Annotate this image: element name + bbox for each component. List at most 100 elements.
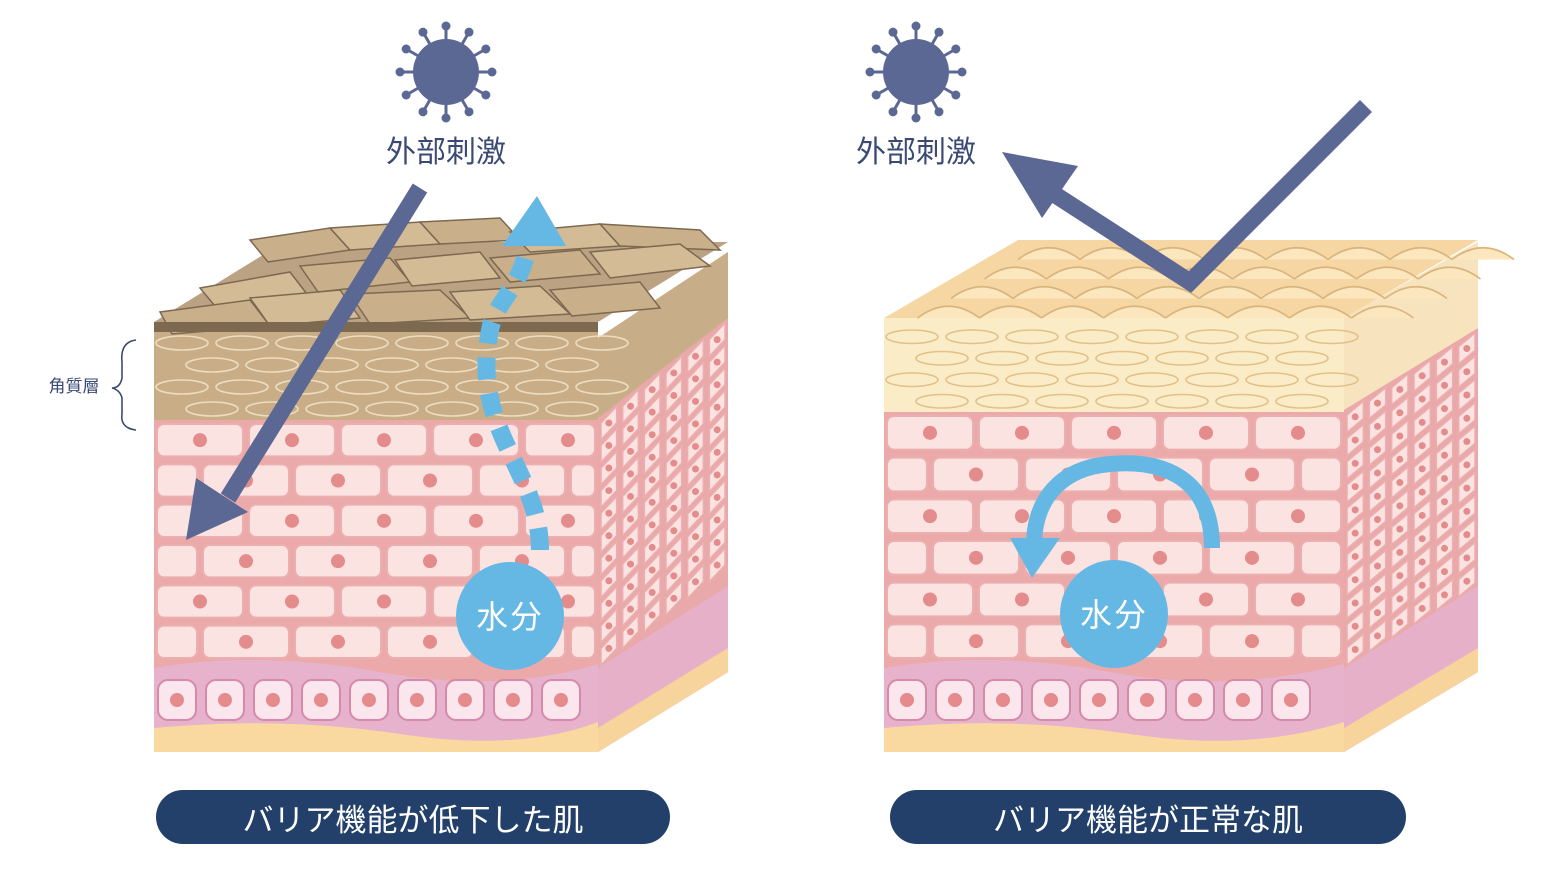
virus-spike-tip	[951, 44, 961, 54]
keratin-cell	[335, 335, 389, 351]
side-nucleus	[692, 420, 699, 428]
side-nucleus	[605, 464, 613, 472]
side-nucleus	[670, 572, 678, 580]
side-nucleus	[1374, 562, 1381, 570]
keratin-cell	[975, 393, 1029, 409]
side-nucleus	[1351, 436, 1359, 444]
side-nucleus	[648, 589, 656, 597]
side-nucleus	[1441, 521, 1448, 529]
virus-spike-tip	[865, 67, 875, 77]
virus-spike-tip	[888, 27, 898, 37]
side-nucleus	[1396, 595, 1404, 603]
keratin-cell	[1065, 329, 1119, 345]
side-nucleus	[713, 336, 721, 344]
cell-nucleus	[285, 594, 299, 609]
basal-nucleus	[554, 693, 568, 707]
side-nucleus	[1351, 622, 1359, 630]
keratin-cell	[215, 335, 269, 351]
keratin-cell	[1005, 372, 1059, 388]
side-nucleus	[1418, 395, 1426, 403]
cell-nucleus	[1015, 592, 1029, 607]
side-nucleus	[1374, 632, 1381, 640]
keratin-cell	[1185, 372, 1239, 388]
side-nucleus	[1396, 432, 1404, 440]
side-nucleus	[713, 493, 721, 501]
keratin-cell	[395, 335, 449, 351]
side-nucleus	[1418, 418, 1426, 426]
keratin-cell	[365, 401, 419, 417]
keratin-scale	[1289, 305, 1352, 319]
side-nucleus	[1374, 399, 1381, 407]
side-nucleus	[1396, 409, 1404, 417]
keratin-cell	[1215, 393, 1269, 409]
keratin-cell	[215, 379, 269, 395]
virus-spike-tip	[441, 113, 451, 123]
cell-nucleus	[1245, 634, 1259, 649]
side-nucleus	[605, 441, 613, 449]
cell-nucleus	[1245, 550, 1259, 565]
keratin-cell	[515, 379, 569, 395]
cube-side-dermis	[598, 648, 728, 752]
side-nucleus	[1351, 646, 1359, 654]
side-nucleus	[1418, 372, 1426, 380]
side-nucleus	[627, 605, 634, 613]
cell	[570, 624, 596, 660]
cube-side-horny-layer	[1344, 242, 1478, 410]
damaged-skin-cube	[154, 217, 728, 752]
cell-nucleus	[469, 433, 483, 448]
cell-nucleus	[1291, 425, 1305, 440]
virus-spike-tip	[481, 44, 491, 54]
side-nucleus	[1396, 385, 1404, 393]
keratin-cell	[1095, 350, 1149, 366]
side-nucleus	[1351, 529, 1359, 537]
keratin-cell	[975, 350, 1029, 366]
basal-nucleus	[948, 693, 962, 707]
cell	[570, 463, 596, 498]
keratin-scale	[1046, 266, 1109, 280]
cell-nucleus	[1199, 592, 1213, 607]
keratin-scale	[1451, 247, 1515, 261]
keratin-cell	[545, 357, 599, 373]
side-nucleus	[1396, 502, 1404, 510]
keratin-cell	[575, 379, 629, 395]
cell-nucleus	[285, 513, 299, 528]
side-nucleus	[692, 578, 699, 586]
keratin-scale	[1041, 305, 1104, 319]
side-nucleus	[627, 402, 634, 410]
cell-nucleus	[423, 634, 437, 649]
side-nucleus	[1418, 442, 1426, 450]
cell-nucleus	[969, 634, 983, 649]
keratin-scale	[1389, 247, 1453, 261]
basal-nucleus	[506, 693, 520, 707]
virus-spike-tip	[481, 90, 491, 100]
virus-spike-tip	[464, 27, 474, 37]
side-nucleus	[713, 561, 721, 569]
side-nucleus	[692, 465, 699, 473]
side-nucleus	[1463, 461, 1471, 469]
cell-nucleus	[285, 433, 299, 448]
side-nucleus	[605, 622, 613, 630]
basal-nucleus	[1044, 693, 1058, 707]
cell	[886, 456, 928, 493]
cell-nucleus	[469, 513, 483, 528]
side-nucleus	[605, 577, 613, 585]
basal-nucleus	[1188, 693, 1202, 707]
cell-nucleus	[377, 594, 391, 609]
side-nucleus	[713, 358, 721, 366]
side-nucleus	[692, 510, 699, 518]
left-caption: バリア機能が低下した肌	[156, 790, 670, 844]
keratin-cell	[1035, 350, 1089, 366]
keratin-cell	[1155, 350, 1209, 366]
side-nucleus	[648, 498, 656, 506]
side-nucleus	[1351, 483, 1359, 491]
side-nucleus	[1396, 479, 1404, 487]
keratin-cell	[1155, 393, 1209, 409]
side-nucleus	[1463, 344, 1471, 352]
keratin-cell	[1215, 350, 1269, 366]
virus-spike-tip	[487, 67, 497, 77]
cell-nucleus	[1291, 509, 1305, 524]
moisture-retention-arrow	[1010, 455, 1220, 578]
keratin-cell	[1125, 329, 1179, 345]
virus-body	[413, 39, 479, 105]
stimulus-reflect-arrow	[1002, 99, 1373, 293]
